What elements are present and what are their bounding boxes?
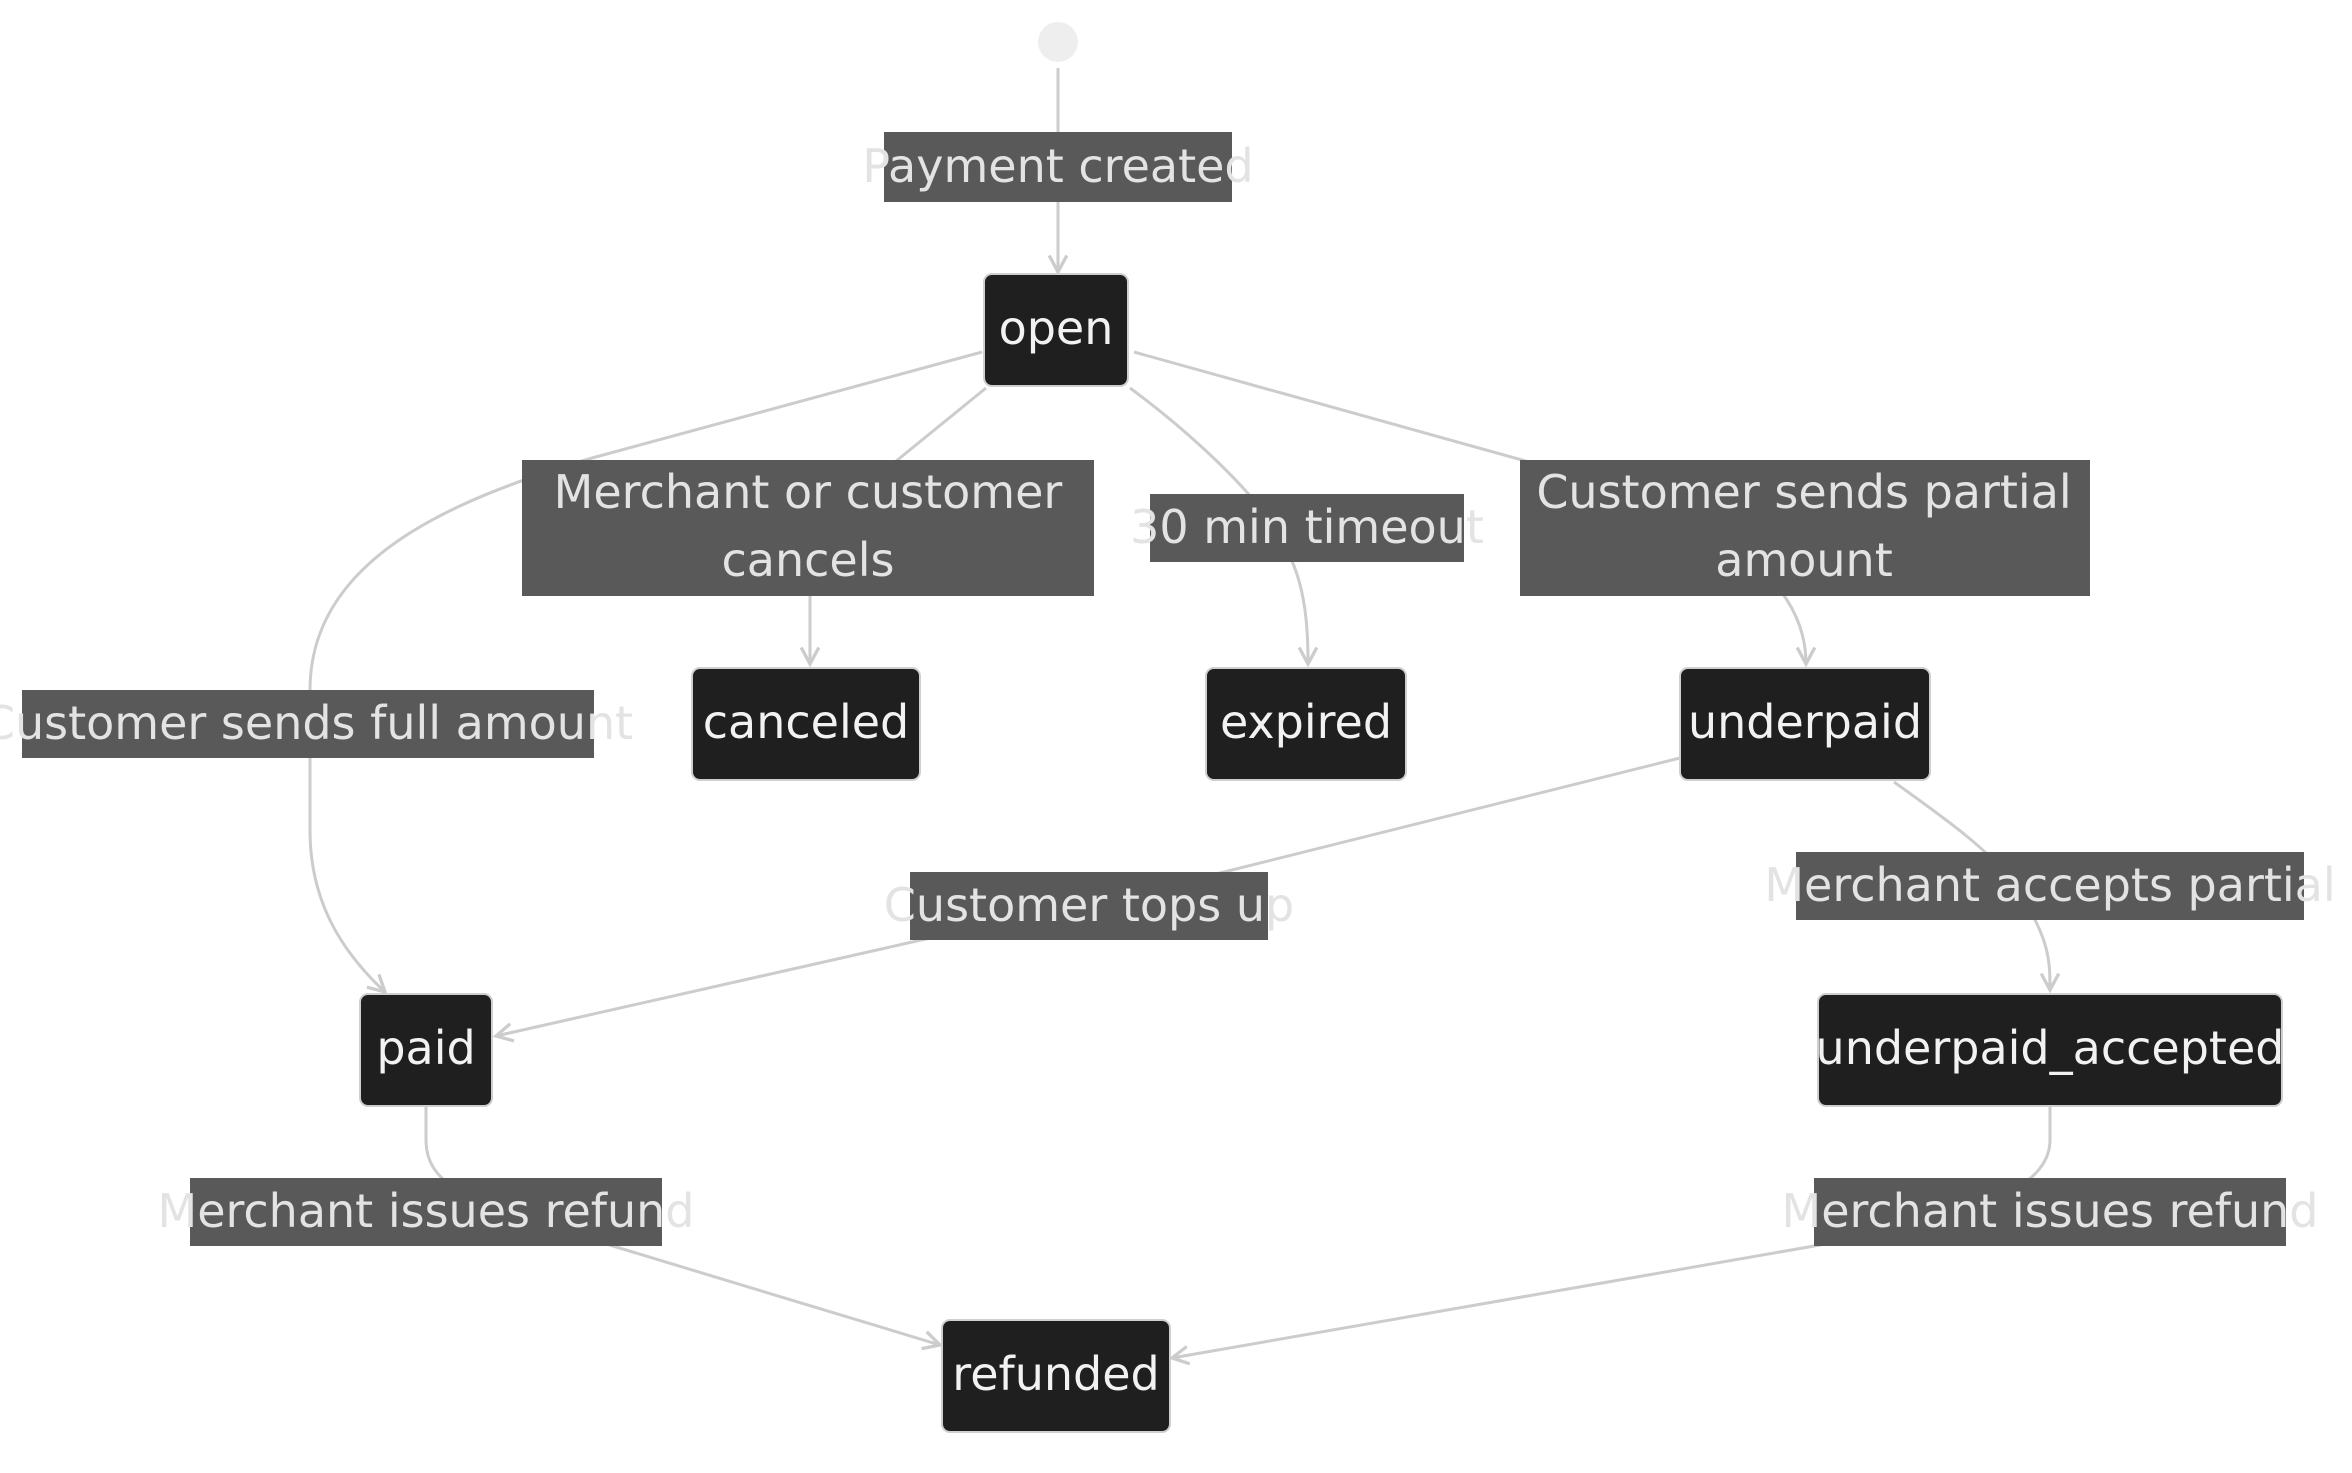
start-state-dot: [1038, 22, 1078, 62]
state-label: refunded: [952, 1347, 1159, 1401]
transition-label-text: 30 min timeout: [1130, 500, 1484, 554]
state-paid: paid: [359, 993, 493, 1107]
transition-label-text: Merchant accepts partial: [1764, 858, 2335, 912]
state-label: open: [999, 301, 1114, 355]
transition-label-text: amount: [1715, 533, 1893, 587]
state-label: canceled: [703, 695, 910, 749]
transition-label-accepted-to-refunded: Merchant issues refund: [1782, 1178, 2319, 1246]
transition-label-open-to-expired: 30 min timeout: [1130, 494, 1484, 562]
transition-label-underpaid-to-accepted: Merchant accepts partial: [1764, 852, 2336, 920]
transition-label-text: Customer sends full amount: [0, 696, 633, 750]
state-canceled: canceled: [691, 667, 921, 781]
state-label: underpaid_accepted: [1816, 1021, 2285, 1075]
transition-label-text: cancels: [722, 533, 895, 587]
state-expired: expired: [1205, 667, 1407, 781]
transition-label-payment-created: Payment created: [862, 132, 1254, 202]
edge-open-to-paid: [308, 350, 983, 992]
state-nodes: open canceled expired underpaid paid und…: [359, 273, 2285, 1433]
state-label: paid: [376, 1021, 475, 1075]
state-underpaid-accepted: underpaid_accepted: [1816, 993, 2285, 1107]
transition-label-text: Merchant or customer: [554, 465, 1063, 519]
transition-label-text: Customer sends partial: [1536, 465, 2071, 519]
edge-labels: Payment created Merchant or customer can…: [0, 132, 2336, 1246]
state-refunded: refunded: [941, 1319, 1171, 1433]
transition-label-paid-to-refunded: Merchant issues refund: [158, 1178, 695, 1246]
transition-label-text: Payment created: [862, 139, 1253, 193]
state-label: underpaid: [1688, 695, 1922, 749]
transition-label-text: Merchant issues refund: [158, 1184, 695, 1238]
state-underpaid: underpaid: [1679, 667, 1931, 781]
transition-label-open-to-underpaid: Customer sends partial amount: [1520, 460, 2090, 596]
state-open: open: [983, 273, 1129, 387]
transition-label-open-to-paid: Customer sends full amount: [0, 690, 633, 758]
transition-label-open-to-canceled: Merchant or customer cancels: [522, 460, 1094, 596]
transition-label-underpaid-to-paid: Customer tops up: [884, 872, 1294, 940]
transition-label-text: Merchant issues refund: [1782, 1184, 2319, 1238]
transition-label-text: Customer tops up: [884, 878, 1294, 932]
state-label: expired: [1220, 695, 1392, 749]
